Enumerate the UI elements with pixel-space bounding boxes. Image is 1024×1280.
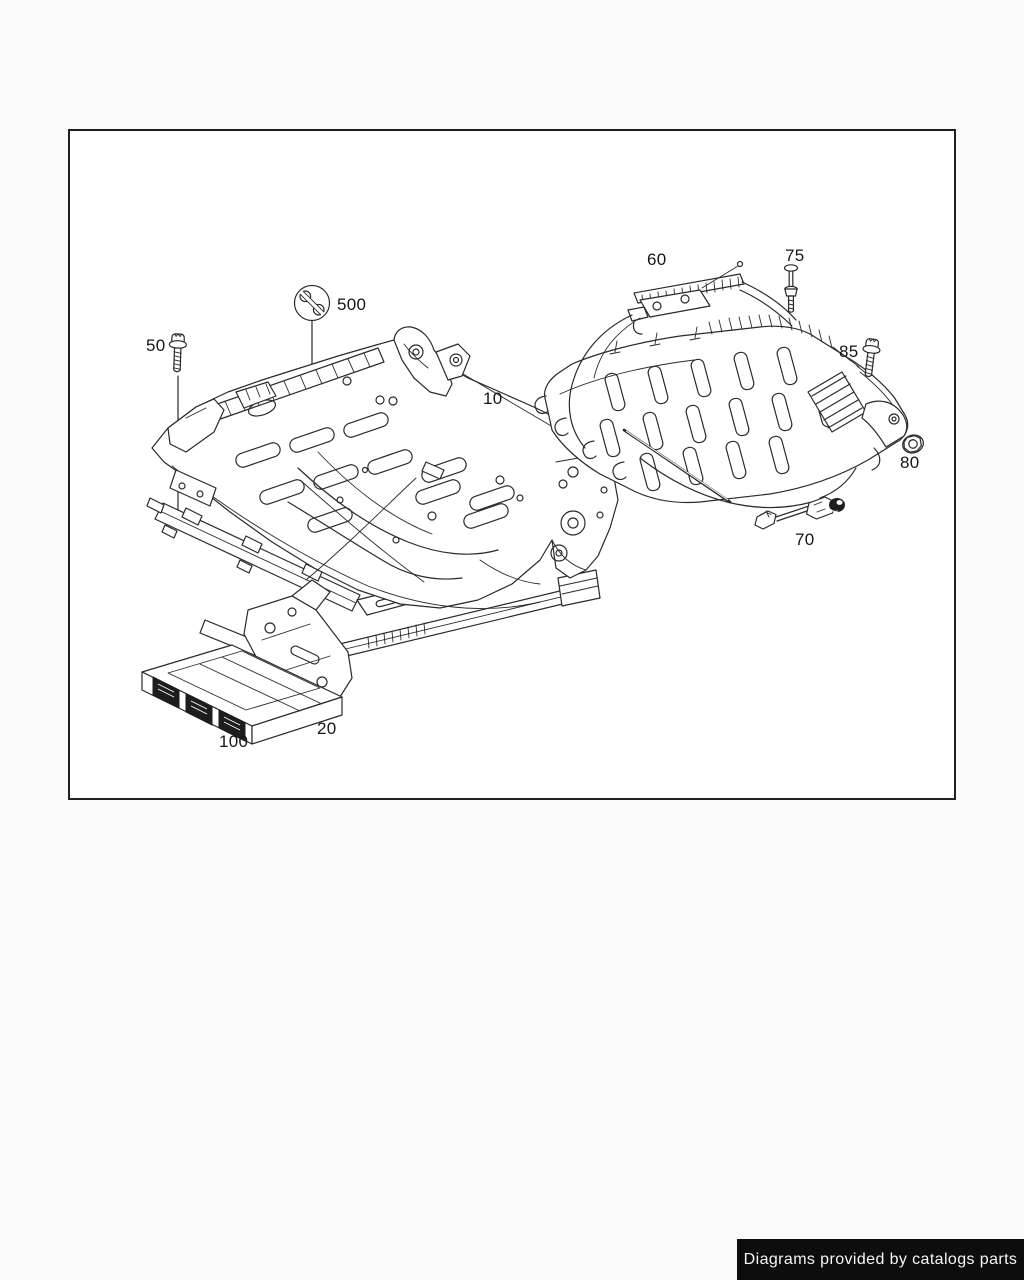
part-label-70: 70 <box>795 530 815 549</box>
diagram-canvas <box>68 129 956 800</box>
part-label-85: 85 <box>839 342 859 361</box>
part-label-500: 500 <box>337 295 367 314</box>
part-label-80: 80 <box>900 453 920 472</box>
part-label-50: 50 <box>146 336 166 355</box>
part-label-20: 20 <box>317 719 337 738</box>
part-label-75: 75 <box>785 246 805 265</box>
attribution-bar: Diagrams provided by catalogs parts <box>737 1239 1024 1280</box>
part-label-60: 60 <box>647 250 667 269</box>
attribution-text: Diagrams provided by catalogs parts <box>743 1250 1018 1268</box>
part-label-10: 10 <box>483 389 503 408</box>
part-label-100: 100 <box>219 732 249 751</box>
